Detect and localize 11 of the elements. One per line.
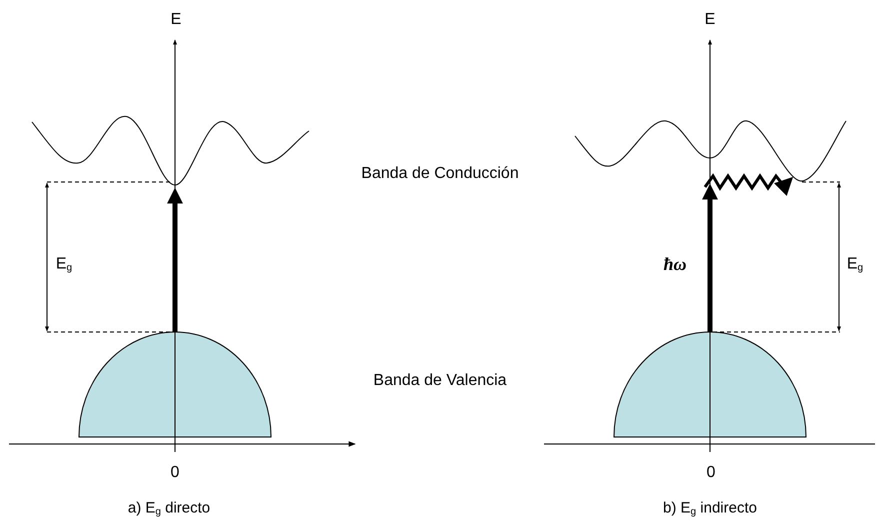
gap-label: E$_{g}$ [56, 256, 72, 274]
axis-label: E [170, 12, 182, 28]
band-label: Banda de Valencia [373, 373, 507, 389]
axis-label: E [704, 12, 716, 28]
axis-tick-label: 0 [170, 465, 180, 481]
photon-label: ħω [663, 255, 687, 273]
gap-label: E$_{g}$ [846, 256, 864, 274]
band-label: Banda de Conducción [361, 166, 519, 182]
panel-caption: b) E$_{g}$ indirecto [663, 500, 757, 518]
axis-tick-label: 0 [706, 465, 716, 481]
panel-caption: a) E$_{g}$ directo [128, 500, 210, 518]
